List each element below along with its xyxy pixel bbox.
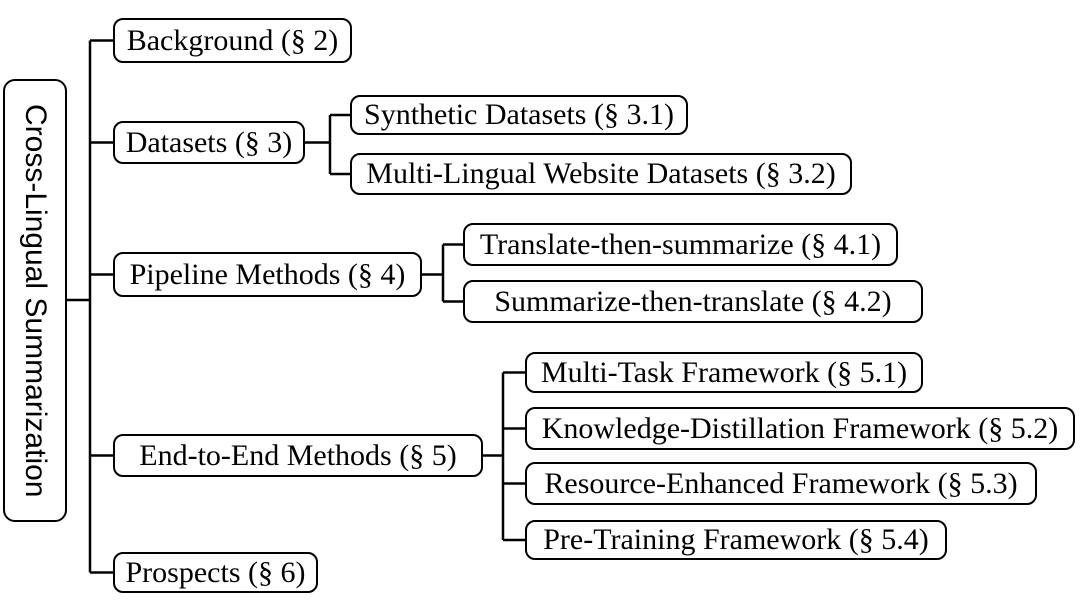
node-end-to-end-methods: End-to-End Methods (§ 5) — [113, 434, 483, 477]
node-summarize-then-translate: Summarize-then-translate (§ 4.2) — [463, 280, 923, 323]
node-translate-then-summarize: Translate-then-summarize (§ 4.1) — [463, 223, 898, 266]
node-synthetic-datasets: Synthetic Datasets (§ 3.1) — [350, 95, 688, 135]
node-background: Background (§ 2) — [113, 18, 352, 63]
node-resource-enhanced-framework: Resource-Enhanced Framework (§ 5.3) — [525, 462, 1037, 505]
node-datasets: Datasets (§ 3) — [113, 121, 305, 164]
node-knowledge-distillation-framework: Knowledge-Distillation Framework (§ 5.2) — [525, 407, 1075, 450]
node-pipeline-methods: Pipeline Methods (§ 4) — [113, 252, 422, 297]
node-multi-task-framework: Multi-Task Framework (§ 5.1) — [525, 352, 923, 393]
root-node-cross-lingual-summarization: Cross-Lingual Summarization — [3, 79, 67, 522]
node-prospects: Prospects (§ 6) — [113, 552, 318, 593]
node-multi-lingual-website-datasets: Multi-Lingual Website Datasets (§ 3.2) — [350, 153, 852, 195]
node-pre-training-framework: Pre-Training Framework (§ 5.4) — [525, 520, 947, 560]
